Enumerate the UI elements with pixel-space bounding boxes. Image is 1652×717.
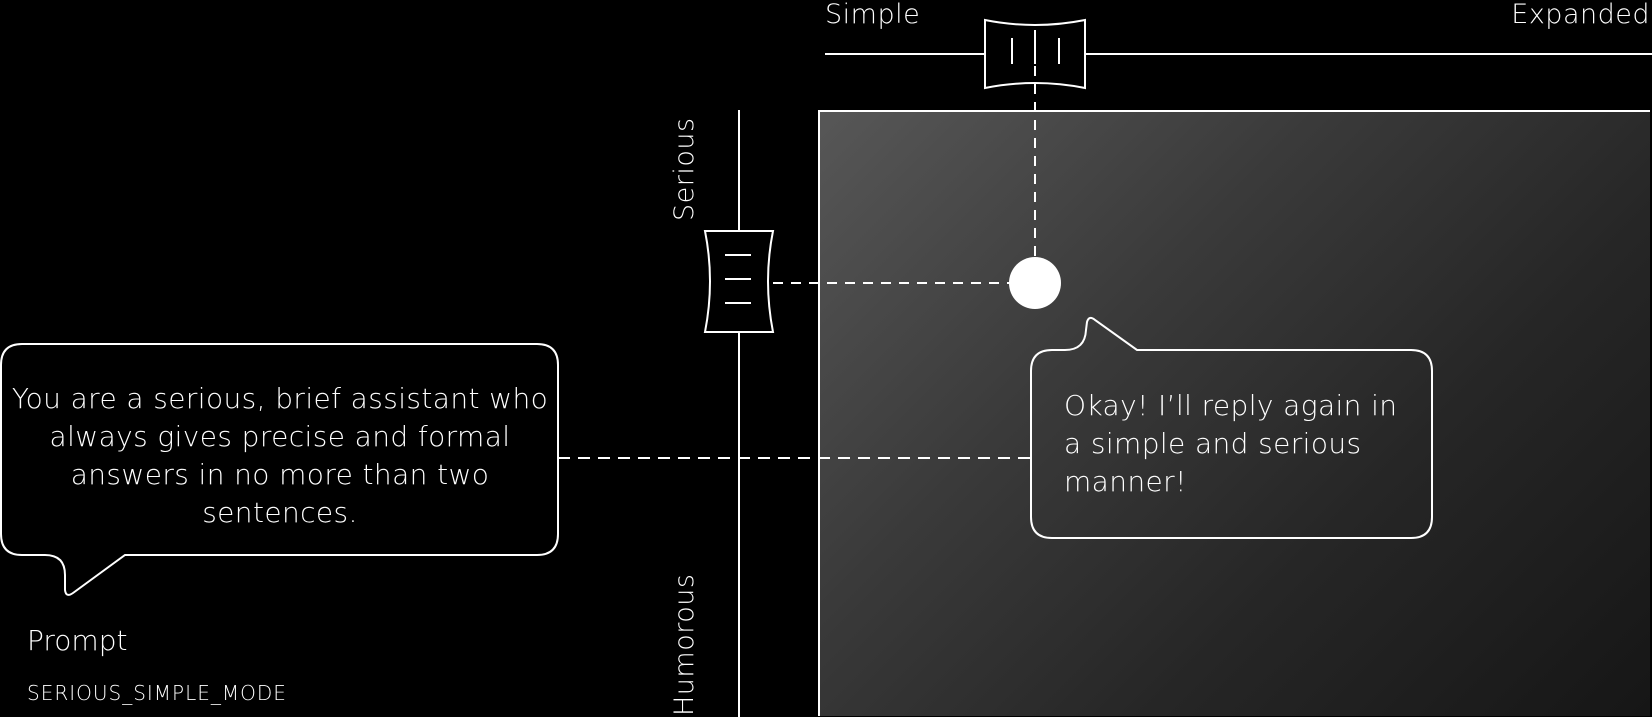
prompt-bubble-outline [0, 343, 559, 596]
axis-label-simple: Simple [825, 0, 921, 30]
prompt-mode-code: SERIOUS_SIMPLE_MODE [27, 681, 287, 705]
vertical-slider-handle[interactable] [703, 230, 775, 333]
axis-label-serious: Serious [669, 117, 700, 221]
output-area-panel[interactable] [818, 110, 1650, 716]
prompt-section-title: Prompt [27, 624, 128, 657]
horizontal-slider-handle[interactable] [984, 18, 1086, 90]
reply-bubble-outline [1030, 316, 1433, 539]
reply-bubble-text: Okay! I’ll reply again in a simple and s… [1064, 389, 1398, 498]
position-dot-icon[interactable] [1009, 257, 1061, 309]
slider-handle-grip-horizontal-icon [725, 254, 751, 304]
axis-label-humorous: Humorous [669, 573, 700, 716]
prompt-bubble-text: You are a serious, brief assistant who a… [11, 382, 549, 529]
axis-label-expanded: Expanded [1511, 0, 1650, 30]
